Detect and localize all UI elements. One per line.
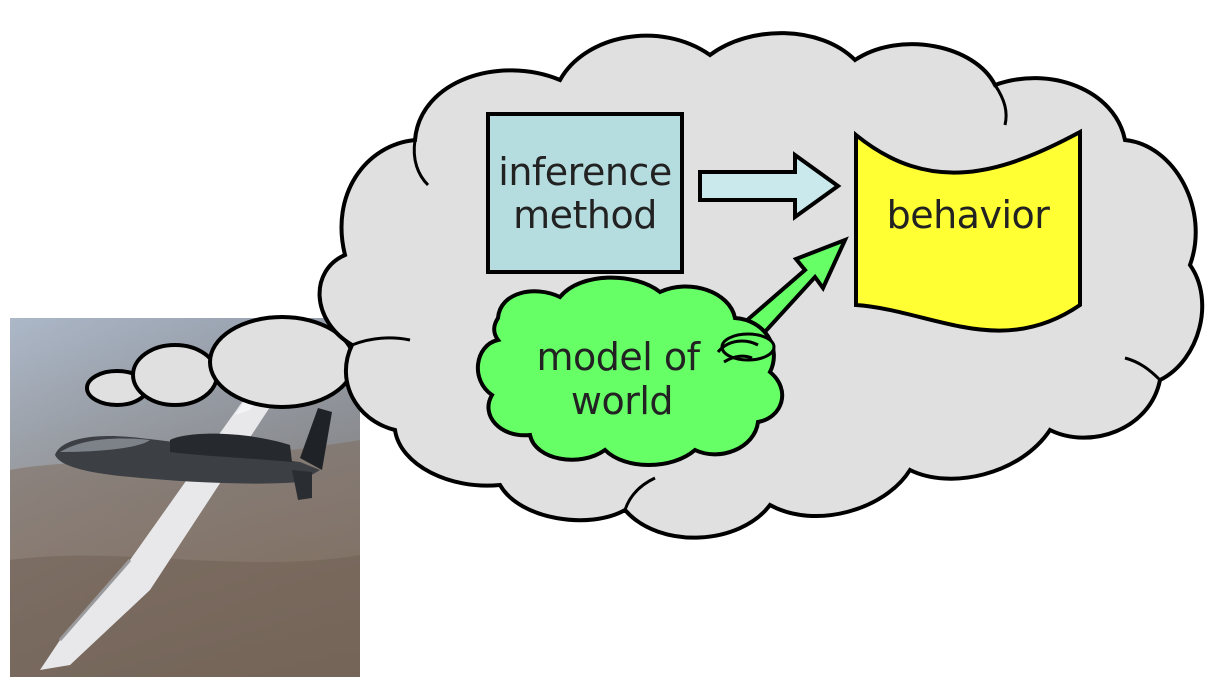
inference-method-box: inference method — [486, 112, 684, 274]
world-label-line1: model of — [536, 335, 701, 379]
inference-label-line2: method — [513, 193, 657, 237]
inference-label-line1: inference — [498, 150, 671, 194]
thought-bubble-medium — [131, 343, 219, 407]
model-of-world-cloud: model of world — [475, 275, 785, 467]
arrow-inference-to-behavior — [698, 151, 842, 221]
world-label-line2: world — [571, 379, 673, 423]
behavior-label: behavior — [887, 193, 1051, 237]
behavior-flag: behavior — [854, 128, 1082, 333]
